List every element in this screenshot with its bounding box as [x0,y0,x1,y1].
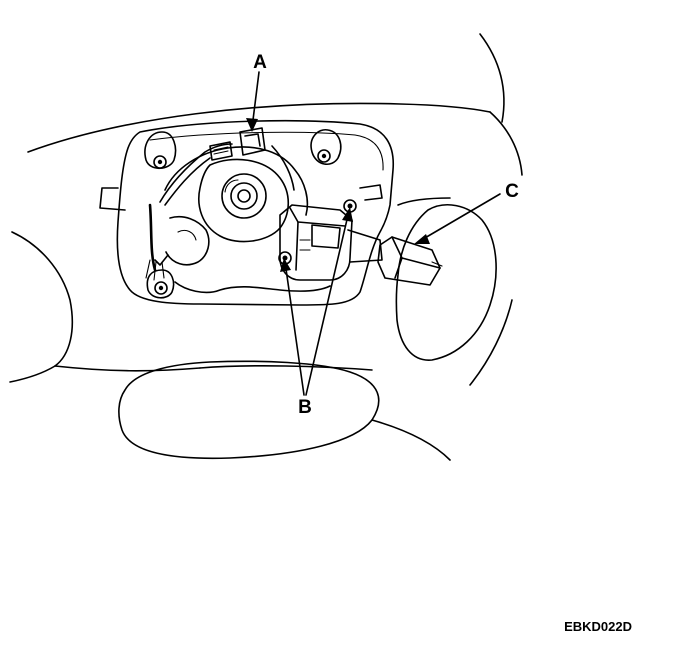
mounting-boss-top-right [310,128,342,165]
clock-spring-plate [154,146,309,266]
right-spoke [395,197,497,361]
mounting-boss-top-left [144,131,177,170]
hub-recess [99,119,395,306]
connector-c [377,236,443,286]
lower-spoke [54,360,451,461]
connector-a [209,127,266,161]
steering-wheel-rim [9,33,523,386]
leader-lines [246,71,501,396]
callout-b-label: B [298,397,312,418]
callout-a-label: A [253,52,267,73]
wiring-harness [145,143,331,294]
figure-code: EBKD022D [564,619,632,634]
mounting-boss-bottom-left [146,269,175,299]
callout-c-label: C [505,181,519,202]
